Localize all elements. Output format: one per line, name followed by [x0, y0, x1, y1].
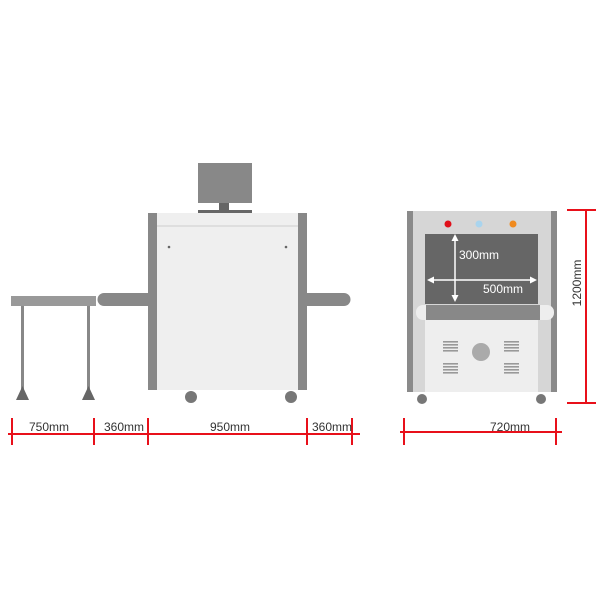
side-dimension-line	[8, 418, 360, 445]
exit-conveyor	[307, 293, 351, 306]
front-view: 300mm 500mm 720mm 1200mm	[400, 209, 596, 445]
indicator-light-orange	[509, 220, 517, 228]
wheel	[285, 391, 297, 403]
indicator-light-blue	[475, 220, 483, 228]
tunnel-width-label: 500mm	[483, 282, 523, 296]
vent-grille	[443, 341, 519, 374]
indicator-light-red	[444, 220, 452, 228]
dimension-label-entry-conveyor: 360mm	[104, 420, 144, 434]
side-view: 750mm 360mm 950mm 360mm	[8, 163, 360, 445]
wheel	[417, 394, 427, 404]
tunnel-dimension-arrows	[427, 234, 537, 302]
front-dimension-lines	[400, 209, 596, 445]
dimension-label-table-length: 750mm	[29, 420, 69, 434]
tunnel-opening	[425, 234, 538, 304]
conveyor-belt	[426, 305, 540, 320]
entry-conveyor	[97, 293, 148, 306]
wheel	[185, 391, 197, 403]
wheel	[536, 394, 546, 404]
front-height-label: 1200mm	[570, 260, 584, 307]
front-width-label: 720mm	[490, 420, 530, 434]
roller-table	[11, 296, 96, 400]
monitor	[198, 163, 252, 213]
dimension-label-body-length: 950mm	[210, 420, 250, 434]
scanner-body	[148, 213, 307, 390]
tunnel-height-label: 300mm	[459, 248, 499, 262]
fan-icon	[472, 343, 490, 361]
dimension-label-exit-conveyor: 360mm	[312, 420, 352, 434]
